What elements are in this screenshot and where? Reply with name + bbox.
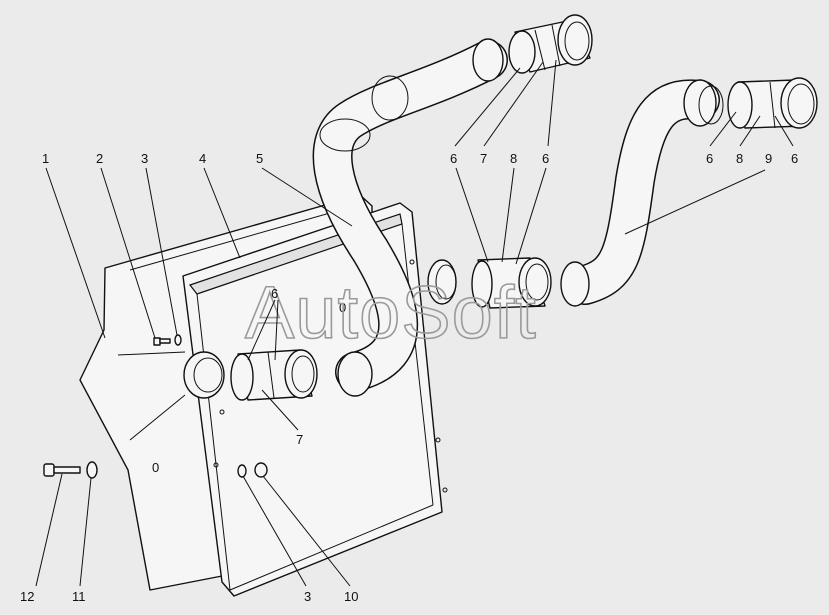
callout-6-right-a: 6	[706, 151, 713, 166]
callout-3-bottom: 3	[304, 589, 311, 604]
washer-3-upper	[174, 334, 182, 346]
callout-11: 11	[72, 589, 86, 604]
washer-11	[86, 461, 98, 479]
callout-3-top: 3	[141, 151, 148, 166]
part-4-cooler-frame	[182, 202, 448, 597]
callout-9: 9	[765, 151, 772, 166]
callout-2: 2	[96, 151, 103, 166]
callout-4: 4	[199, 151, 206, 166]
part-5-upper-pipe	[312, 38, 508, 397]
washer-3-lower	[237, 464, 247, 478]
callout-8-mid: 8	[510, 151, 517, 166]
mark-o-right: 0	[339, 300, 346, 315]
right-hose-sleeve	[727, 77, 818, 129]
callout-6-mid-left: 6	[450, 151, 457, 166]
fasteners	[43, 334, 268, 479]
bolt-12	[43, 463, 81, 477]
callout-6-right-b: 6	[791, 151, 798, 166]
bolt-2	[153, 337, 171, 346]
frame-outlet-stub	[183, 351, 225, 399]
callout-7-lower: 7	[296, 432, 303, 447]
leader-lines	[35, 59, 794, 587]
part-9-right-pipe	[560, 79, 724, 307]
callout-5: 5	[256, 151, 263, 166]
callout-6-lower: 6	[271, 286, 278, 301]
middle-hose-sleeve	[427, 257, 552, 309]
callout-6-mid-right: 6	[542, 151, 549, 166]
mark-o-left: 0	[152, 460, 159, 475]
callout-1: 1	[42, 151, 49, 166]
callout-8-right: 8	[736, 151, 743, 166]
callout-7-mid: 7	[480, 151, 487, 166]
upper-hose-sleeve	[508, 14, 593, 74]
lower-hose-sleeve	[230, 349, 318, 401]
callout-12: 12	[20, 589, 34, 604]
watermark: AutoSoft	[245, 271, 537, 354]
callouts: 1 2 3 4 5 6 7 8 6 6 8 9 6 6 7 12 11 3 10	[20, 151, 798, 604]
nut-10	[254, 462, 268, 478]
callout-10: 10	[344, 589, 358, 604]
